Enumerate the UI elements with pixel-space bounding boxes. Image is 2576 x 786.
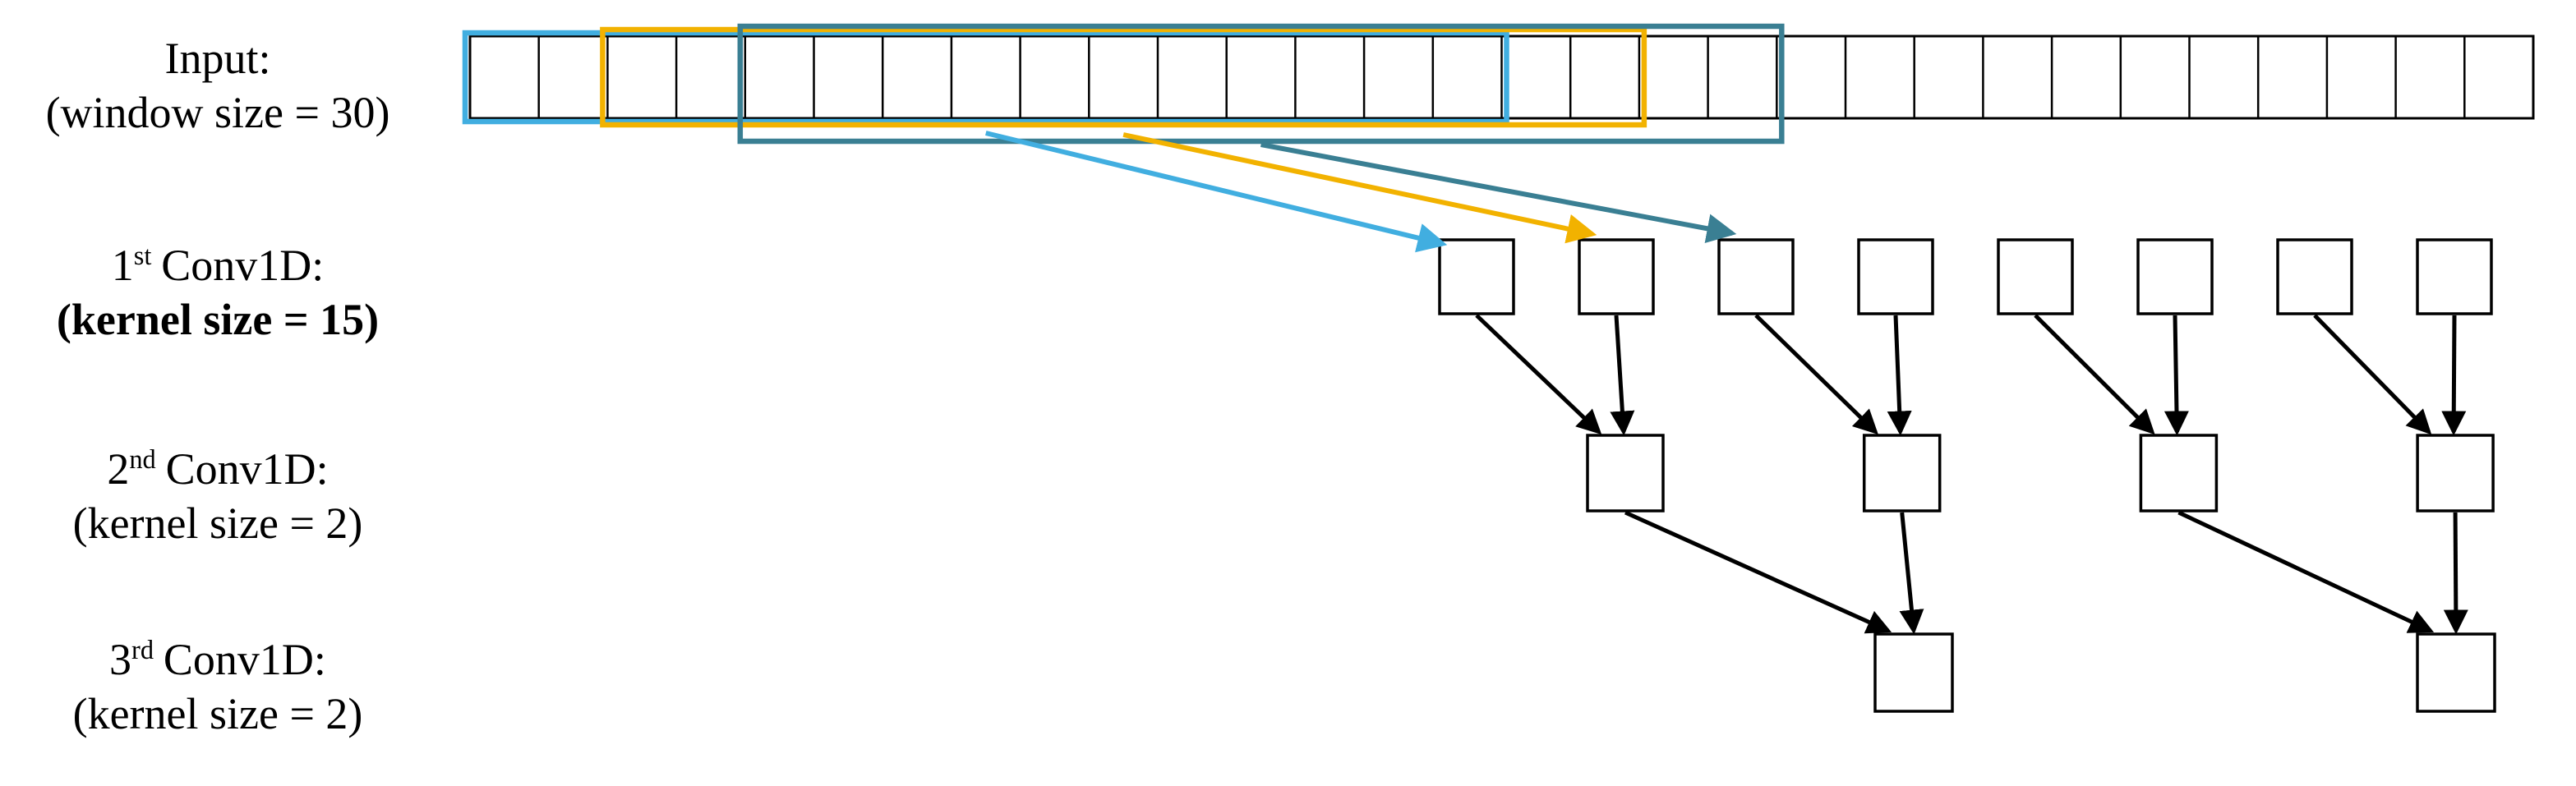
window-2-arrow — [1122, 132, 1597, 244]
conv1-unit — [1717, 238, 1795, 315]
conv1-to-conv2-arrow — [2034, 314, 2155, 435]
input-window-3 — [737, 23, 1785, 145]
conv2-unit — [2139, 434, 2219, 513]
window-arrows — [985, 131, 1737, 253]
conv1-unit — [2136, 238, 2214, 315]
conv2-to-conv3-arrow — [2443, 512, 2468, 635]
conv1-unit — [1578, 238, 1655, 315]
conv1-to-conv2-arrow — [2313, 314, 2432, 435]
conv2-to-conv3-arrow — [1899, 512, 1924, 635]
conv2-to-conv3-arrow — [1624, 510, 1892, 634]
conv1-unit — [2276, 238, 2353, 315]
input-label-line1: Input: — [164, 34, 271, 83]
input-label: Input: (window size = 30) — [0, 31, 435, 140]
conv2-to-conv3-arrow — [2177, 510, 2435, 633]
conv2-unit — [2416, 434, 2495, 513]
layer2-kernel: (kernel size = 2) — [72, 499, 363, 548]
conv1-unit — [1997, 238, 2074, 315]
conv1-unit — [2416, 238, 2493, 315]
input-window-2 — [600, 26, 1647, 128]
layer3-kernel: (kernel size = 2) — [72, 689, 363, 738]
conv3-unit — [2416, 632, 2496, 713]
layer1-kernel: (kernel size = 15) — [56, 295, 380, 344]
input-row — [468, 34, 2535, 120]
conv1-to-conv2-arrow — [1475, 314, 1602, 435]
conv1-unit — [1438, 238, 1515, 315]
input-window-1 — [462, 30, 1509, 125]
window-1-arrow — [985, 131, 1448, 253]
conv1-to-conv2-arrow — [2164, 315, 2189, 436]
conv3-layer — [1873, 632, 2496, 713]
conv2-unit — [1862, 434, 1942, 513]
conv2-unit — [1586, 434, 1665, 513]
window-3-arrow — [1260, 142, 1737, 244]
conv1-unit — [1857, 238, 1934, 315]
conv1-to-conv2-arrow — [1610, 315, 1635, 436]
conv1-layer — [1438, 238, 2493, 315]
conv3-unit — [1873, 632, 1954, 713]
input-label-line2: (window size = 30) — [45, 88, 390, 137]
conv1-to-conv2-arrow — [1754, 314, 1878, 435]
conv2-layer — [1586, 434, 2495, 513]
conv-arrows — [1475, 314, 2468, 635]
conv1-to-conv2-arrow — [1887, 315, 1912, 436]
